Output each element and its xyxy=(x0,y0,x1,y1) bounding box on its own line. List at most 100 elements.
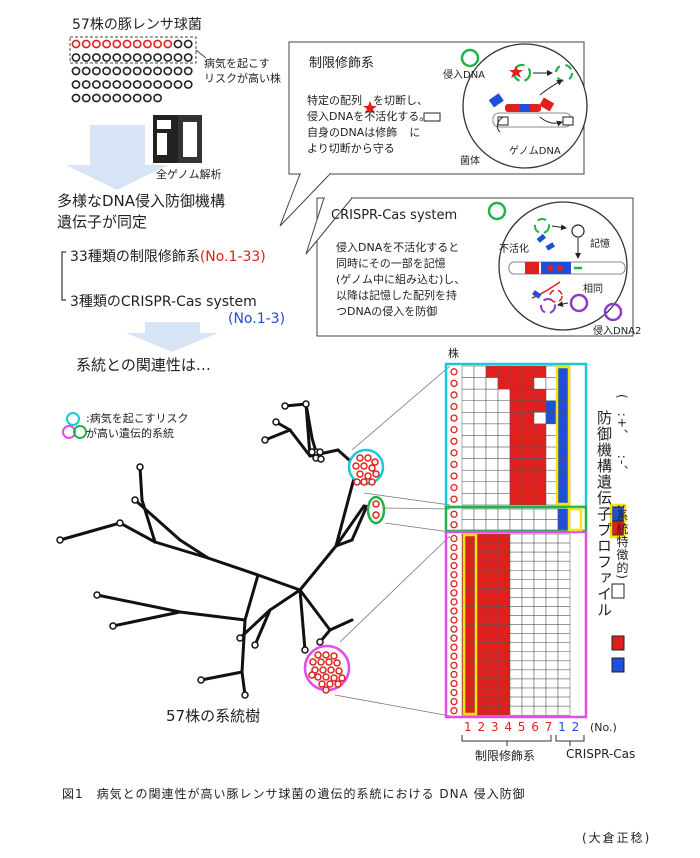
profile-cell xyxy=(557,533,571,544)
strain-circle xyxy=(142,80,152,89)
rm-cell-body-label: 菌体 xyxy=(460,156,480,167)
profile-side-legend: ( :+、 :-、 :系統特徴的) xyxy=(615,394,629,580)
strain-row-marker xyxy=(450,483,458,492)
profile-cell xyxy=(533,651,547,662)
profile-cell xyxy=(485,458,499,471)
profile-cell xyxy=(533,458,547,471)
high-risk-strain-tip xyxy=(356,454,364,462)
profile-cell xyxy=(521,588,535,598)
profile-cell xyxy=(485,412,499,425)
profile-cell xyxy=(509,400,523,413)
profile-cell xyxy=(485,579,499,589)
profile-cell xyxy=(461,469,475,483)
rm-methylase-icon xyxy=(488,93,504,108)
profile-cell xyxy=(521,388,535,401)
profile-cell xyxy=(509,493,523,506)
high-risk-strain-tip xyxy=(325,658,333,666)
tree-branch xyxy=(298,588,332,632)
tree-legend-icon xyxy=(62,412,87,439)
profile-cell xyxy=(509,481,523,494)
tree-branch xyxy=(304,402,314,440)
profile-cell xyxy=(557,542,571,553)
profile-cell xyxy=(557,651,571,662)
profile-cell xyxy=(557,597,571,607)
profile-cell xyxy=(473,481,487,494)
high-risk-strain-tip xyxy=(333,659,341,667)
tree-tip-strain xyxy=(109,622,117,630)
profile-cell xyxy=(461,412,475,425)
strain-row-marker xyxy=(450,652,458,660)
tree-tip-strain xyxy=(131,496,139,504)
strain-circle xyxy=(163,53,173,62)
strain-row-marker xyxy=(450,625,458,633)
strain-circle xyxy=(122,93,132,103)
tree-branch xyxy=(253,608,272,647)
profile-cell xyxy=(485,481,499,494)
profile-cell xyxy=(509,588,523,598)
tree-branch xyxy=(263,428,292,442)
crispr-invading-dna-icon xyxy=(487,201,507,221)
profile-cell xyxy=(533,423,547,436)
profile-cell xyxy=(485,633,499,643)
tree-tip-strain xyxy=(93,591,101,599)
profile-cell xyxy=(509,633,523,643)
profile-cell xyxy=(485,660,499,671)
profile-cell xyxy=(545,533,559,544)
strain-circle xyxy=(92,53,101,62)
profile-cell xyxy=(485,508,499,520)
profile-cell xyxy=(473,519,487,531)
tree-branch xyxy=(118,521,157,544)
profile-cell xyxy=(497,493,511,506)
profile-cell xyxy=(509,435,523,448)
profile-cell xyxy=(509,696,523,707)
high-risk-strain-tip xyxy=(368,464,376,472)
profile-cell xyxy=(545,569,559,580)
strain-row-marker xyxy=(450,426,458,434)
strain-circle xyxy=(153,80,162,89)
strain-circle xyxy=(132,39,142,49)
profile-cell xyxy=(509,687,523,698)
tree-branch xyxy=(178,610,247,622)
strain-circle xyxy=(183,39,193,49)
tree-branch xyxy=(238,608,272,640)
profile-cell xyxy=(485,588,499,598)
profile-cell xyxy=(545,560,559,571)
profile-cell xyxy=(473,469,487,483)
profile-cell xyxy=(497,551,511,562)
profile-cell xyxy=(497,597,511,607)
profile-cell xyxy=(509,579,523,589)
down-arrow-1 xyxy=(66,125,168,190)
profile-cell xyxy=(497,651,511,662)
profile-cell xyxy=(497,560,511,571)
rm-ref: (No.1-33) xyxy=(199,249,266,265)
profile-cell xyxy=(509,678,523,689)
strain-circle xyxy=(163,80,173,89)
high-risk-strain-tip xyxy=(318,680,326,688)
crispr-array-icon xyxy=(525,262,539,274)
crispr-box-description: 侵入DNAを不活化すると 同時にその一部を記憶 (ゲノム中に組み込む)し、 以降… xyxy=(336,241,466,318)
high-risk-strain-tip xyxy=(364,454,372,462)
profile-cell xyxy=(473,377,487,390)
tree-tip-strain xyxy=(136,463,144,471)
profile-cell xyxy=(545,696,559,707)
profile-cell xyxy=(521,412,535,425)
profile-cell xyxy=(557,642,571,653)
high-risk-strain-tip xyxy=(364,472,372,480)
profile-cell xyxy=(473,446,487,459)
profile-cell xyxy=(509,542,523,553)
crispr-cas-icon xyxy=(536,233,546,243)
strain-circle xyxy=(81,39,91,49)
profile-cell xyxy=(485,615,499,625)
strain-circle xyxy=(153,39,162,49)
profile-cell xyxy=(557,687,571,698)
strain-row-marker xyxy=(450,437,458,445)
high-risk-strain-tip xyxy=(335,667,343,675)
strain-circle xyxy=(122,66,132,76)
profile-cell xyxy=(473,508,487,520)
profile-cell xyxy=(509,423,523,436)
profile-cell xyxy=(485,388,499,401)
high-risk-strain-tip xyxy=(360,478,368,486)
figure-caption: 図1 病気との関連性が高い豚レンサ球菌の遺伝的系統における DNA 侵入防御 xyxy=(62,787,526,801)
rm-genome-dna-label: ゲノムDNA xyxy=(509,146,561,157)
